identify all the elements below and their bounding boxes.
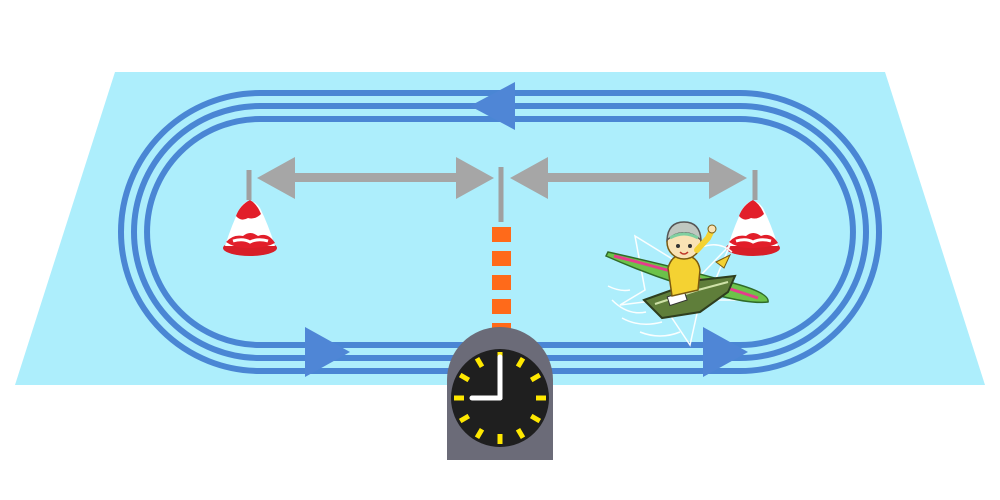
arrow-bottom-left bbox=[305, 327, 350, 377]
big-clock bbox=[447, 327, 553, 460]
clock-hour-marks bbox=[454, 352, 546, 444]
turn-mark-right bbox=[726, 200, 780, 256]
arrow-bottom-right bbox=[703, 327, 748, 377]
lane-inner bbox=[144, 116, 856, 348]
racer-boat bbox=[604, 221, 769, 347]
marker-poles bbox=[246, 167, 758, 222]
arrow-top bbox=[470, 82, 515, 130]
lane-outer bbox=[118, 90, 882, 374]
course-lanes bbox=[118, 90, 882, 374]
clock-hands bbox=[469, 354, 503, 401]
lane-middle bbox=[131, 103, 869, 361]
distance-left bbox=[257, 157, 494, 199]
racer-flag bbox=[715, 253, 732, 269]
turn-mark-left bbox=[223, 200, 277, 256]
distance-right bbox=[510, 157, 747, 199]
racer-body bbox=[667, 254, 701, 297]
